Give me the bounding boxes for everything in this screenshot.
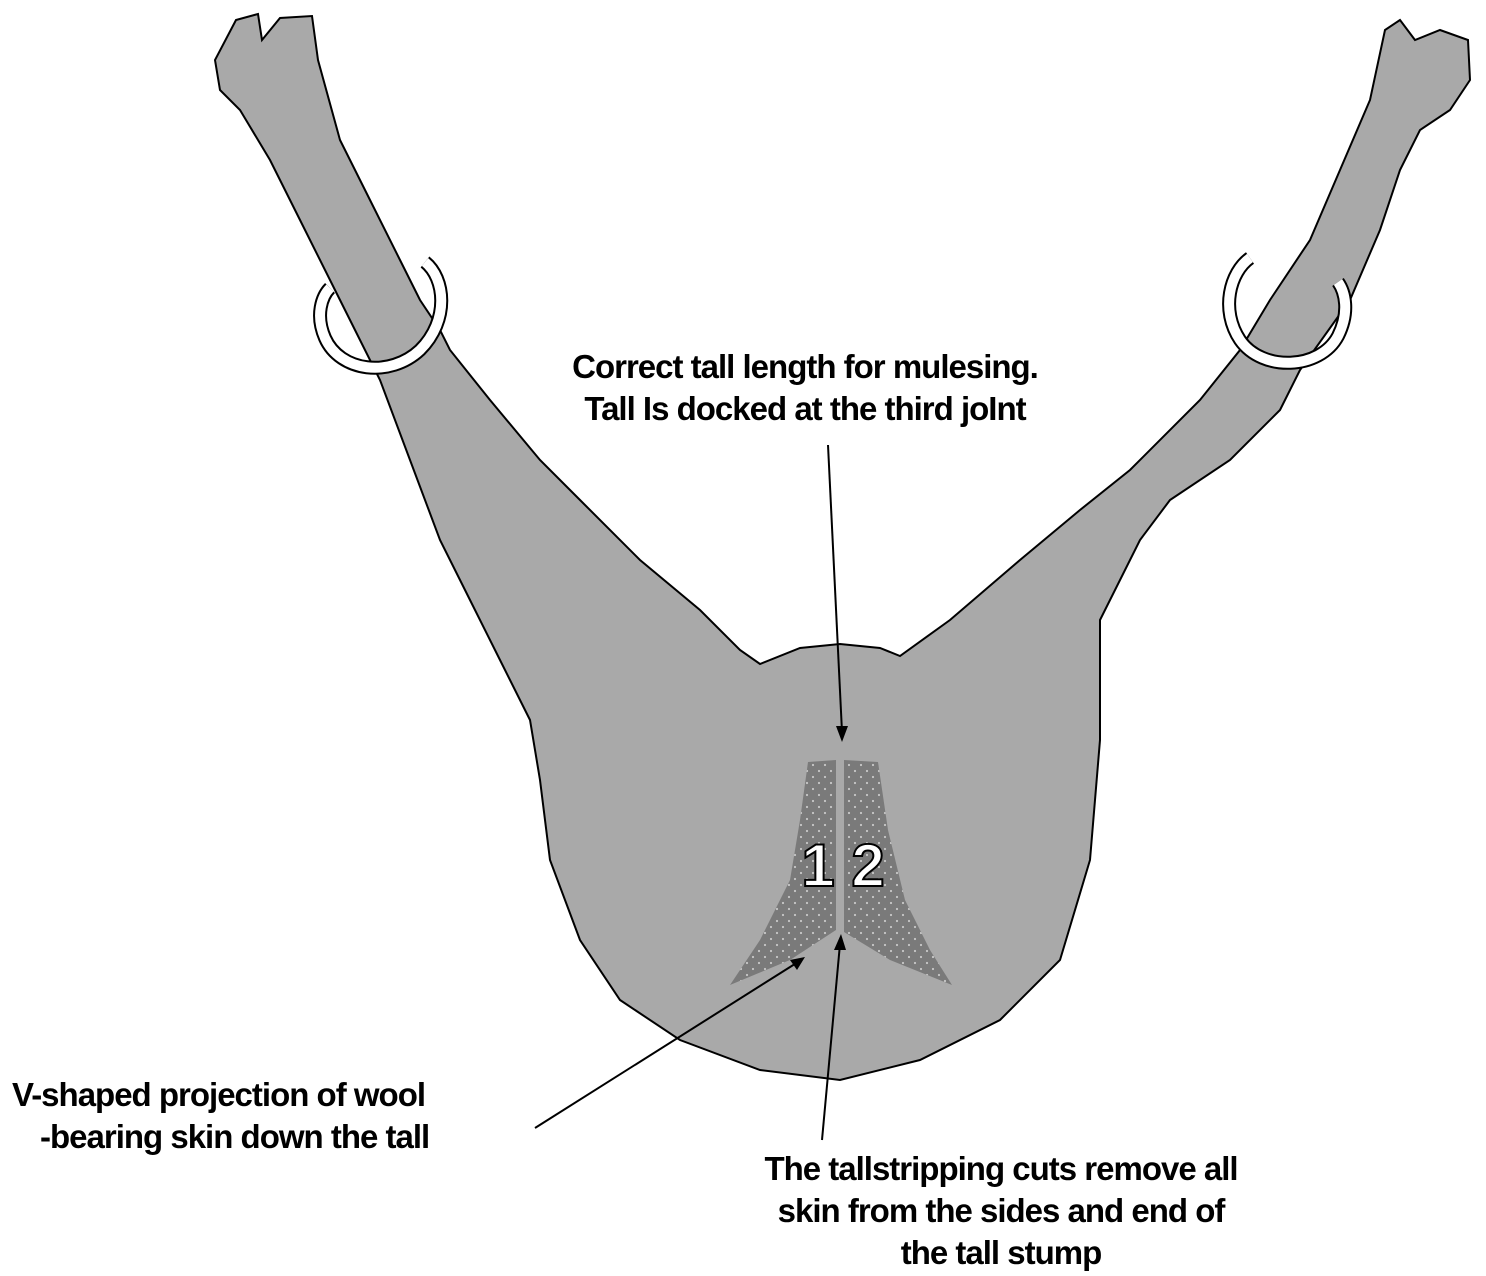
label-tailstripping-line2: skin from the sides and end of <box>706 1190 1296 1232</box>
label-tail-length: Correct tall length for mulesing. Tall I… <box>520 346 1090 430</box>
label-tailstripping-line3: the tall stump <box>706 1232 1296 1274</box>
label-tail-length-line2: Tall Is docked at the third joInt <box>520 388 1090 430</box>
label-v-shaped: V-shaped projection of wool -bearing ski… <box>12 1074 512 1158</box>
label-tail-length-line1: Correct tall length for mulesing. <box>520 346 1090 388</box>
label-v-shaped-line2: -bearing skin down the tall <box>12 1116 512 1158</box>
joint-number-1: 1 <box>801 832 834 899</box>
sheep-body <box>215 14 1470 1080</box>
label-tailstripping: The tallstripping cuts remove all skin f… <box>706 1148 1296 1274</box>
label-tailstripping-line1: The tallstripping cuts remove all <box>706 1148 1296 1190</box>
label-v-shaped-line1: V-shaped projection of wool <box>12 1074 512 1116</box>
joint-number-2: 2 <box>851 832 884 899</box>
